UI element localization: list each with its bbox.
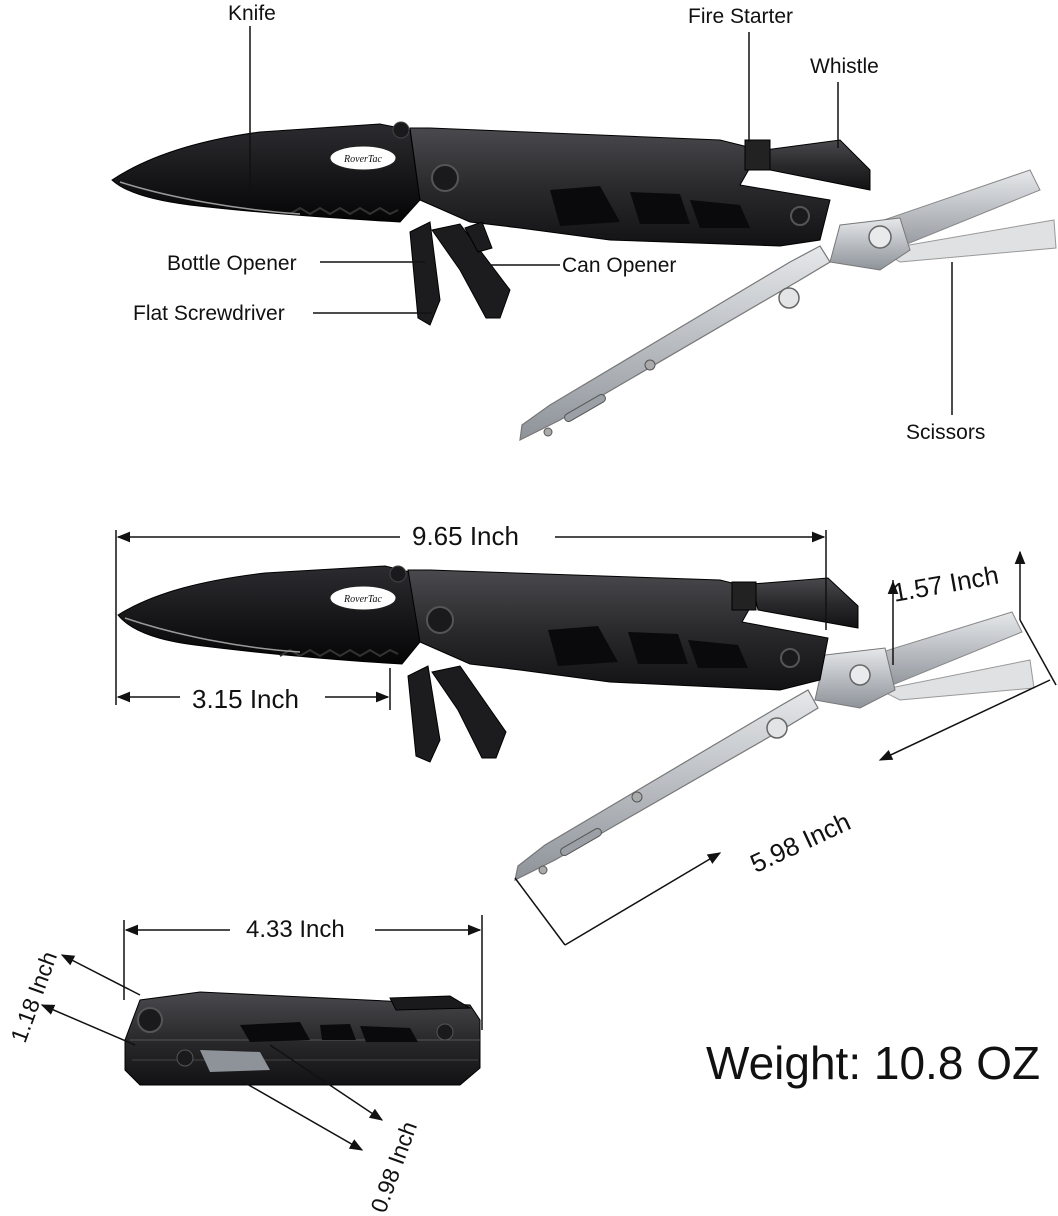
callout-knife: Knife (228, 2, 276, 25)
knife-blade-graphic (111, 123, 421, 223)
callout-fire-starter: Fire Starter (688, 5, 794, 28)
scissors-graphic-middle (514, 611, 1035, 882)
callout-lines (249, 26, 953, 415)
dimension-overall-length: 9.65 Inch (412, 521, 519, 551)
callout-whistle: Whistle (810, 55, 879, 78)
callout-can-opener: Can Opener (562, 254, 677, 277)
multitool-open-middle: RoverTac (117, 565, 1035, 882)
dimension-folded-length: 4.33 Inch (246, 916, 345, 943)
brand-mark-top: RoverTac (343, 154, 383, 165)
brand-mark-middle: RoverTac (343, 594, 383, 605)
multitool-open-top: RoverTac (111, 121, 1057, 442)
dimension-lines-middle (115, 530, 1057, 946)
callout-bottle-opener: Bottle Opener (167, 252, 297, 275)
weight-label: Weight: 10.8 OZ (706, 1037, 1041, 1089)
multitool-folded (124, 991, 481, 1086)
scissors-graphic (519, 169, 1057, 442)
callout-scissors: Scissors (906, 421, 986, 444)
callout-flat-screwdriver: Flat Screwdriver (133, 302, 285, 325)
dimension-lines-folded (40, 915, 483, 1151)
dimension-blade-length: 3.15 Inch (192, 684, 299, 714)
